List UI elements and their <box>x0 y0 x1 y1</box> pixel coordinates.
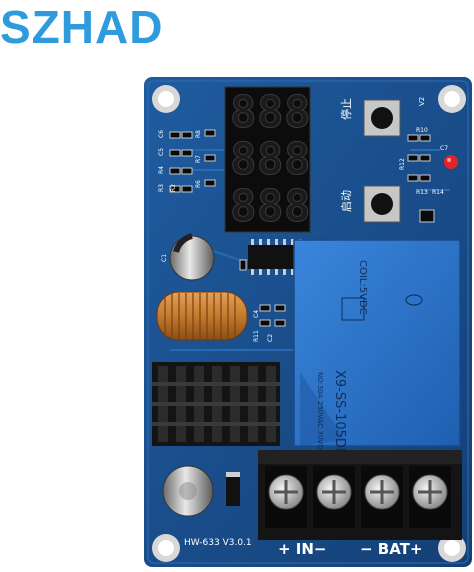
relay-model: X9-SS-105DM <box>332 370 347 459</box>
silk-r12: R12 <box>399 158 406 170</box>
electrolytic-capacitor-bottom <box>162 465 214 517</box>
relay-coil-label: COIL:5VDC <box>357 260 368 315</box>
silk-r7: R7 <box>195 155 202 163</box>
smd-components-right <box>407 134 435 223</box>
heatsink <box>152 362 280 446</box>
electrolytic-capacitor-top <box>169 233 215 281</box>
led-label: V2 <box>418 97 426 106</box>
status-led <box>444 155 458 169</box>
relay: COIL:5VDC X9-SS-105DM NO:30A 250VAC 30VD… <box>293 239 461 459</box>
brand-logo: SZHAD <box>0 1 164 53</box>
display-digit: 8 <box>284 181 311 232</box>
silk-c6: C6 <box>158 130 165 138</box>
display-digit: 8 <box>257 181 284 232</box>
mounting-hole-bottom-right <box>438 534 466 562</box>
diode <box>226 472 240 506</box>
stop-button[interactable] <box>363 99 401 137</box>
inductor-coil <box>156 291 248 341</box>
silk-r6: R6 <box>195 180 202 188</box>
terminal-screw-in-minus[interactable] <box>313 466 355 528</box>
silk-r8: R8 <box>195 130 202 138</box>
mounting-hole-top-right <box>438 85 466 113</box>
stop-button-label: 停止 <box>339 98 353 120</box>
terminal-screw-bat-minus[interactable] <box>361 466 403 528</box>
silk-r13: R13 <box>416 189 428 196</box>
silk-c5: C5 <box>158 148 165 156</box>
silk-r14: R14 <box>432 189 444 196</box>
silk-c2: C2 <box>267 334 274 342</box>
smd-components-middle <box>239 259 286 327</box>
display-digit: 8 <box>257 87 284 138</box>
silk-c1: C1 <box>161 254 168 262</box>
input-terminal-label: + IN− <box>278 540 327 558</box>
battery-terminal-label: − BAT+ <box>360 540 422 558</box>
board-model-label: HW-633 V3.0.1 <box>184 538 252 548</box>
silk-r11: R11 <box>253 330 260 342</box>
terminal-block <box>258 450 462 540</box>
display-digit: 8 <box>230 181 257 232</box>
silk-r4: R4 <box>158 166 165 174</box>
display-digit: 8 <box>257 134 284 185</box>
silk-c4: C4 <box>253 310 260 318</box>
terminal-screw-bat-plus[interactable] <box>409 466 451 528</box>
display-digit: 8 <box>284 134 311 185</box>
display-digit: 8 <box>284 87 311 138</box>
display-digit: 8 <box>230 134 257 185</box>
terminal-screw-in-plus[interactable] <box>265 466 307 528</box>
silk-r3: R3 <box>158 184 165 192</box>
display-digit: 8 <box>230 87 257 138</box>
silk-r10: R10 <box>416 127 428 134</box>
mounting-hole-bottom-left <box>152 534 180 562</box>
silk-c7: C7 <box>440 145 448 152</box>
relay-rating: NO:30A 250VAC 30VDC <box>316 372 324 454</box>
start-button[interactable] <box>363 185 401 223</box>
mounting-hole-top-left <box>152 85 180 113</box>
start-button-label: 启动 <box>340 190 353 212</box>
silk-r2: R2 <box>170 184 177 192</box>
smd-components-left <box>169 129 216 193</box>
